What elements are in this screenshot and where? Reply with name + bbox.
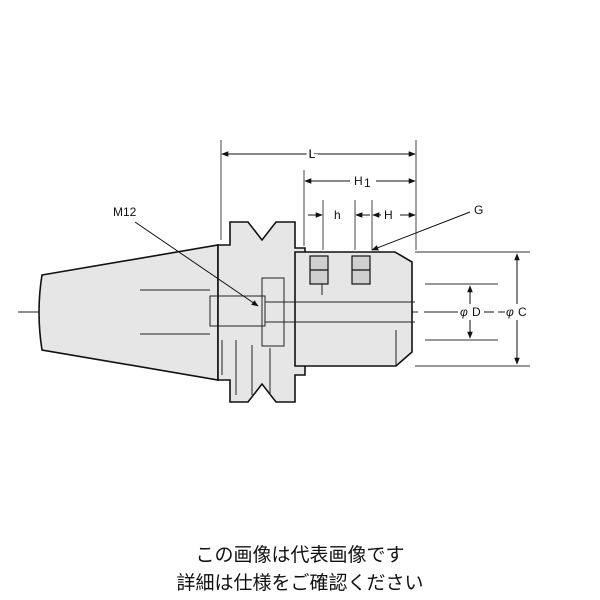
- extension-lines: [220, 140, 530, 367]
- shank-internal-lines: [140, 277, 397, 395]
- dim-C-label: C: [518, 305, 527, 319]
- dim-h-label: h: [334, 208, 341, 222]
- dim-D-phi: φ: [460, 305, 468, 319]
- caption-line-2: 詳細は仕様をご確認ください: [176, 572, 424, 594]
- label-G: G: [474, 203, 483, 217]
- label-M12: M12: [113, 205, 137, 219]
- leader-M12: [134, 221, 259, 307]
- dim-H1-subscript: 1: [364, 176, 371, 190]
- tool-holder-drawing: L L H 1 h H G M12 φ D φ C: [18, 140, 530, 403]
- dim-D-label: D: [472, 305, 481, 319]
- taper-shank: [38, 244, 219, 381]
- caption-line-1: この画像は代表画像です: [195, 544, 405, 566]
- set-screw-holes: [309, 255, 371, 285]
- dim-C-phi: φ: [506, 305, 514, 319]
- bore-lines: [300, 301, 415, 323]
- dim-H-label: H: [384, 208, 393, 222]
- dim-H1-label: H: [354, 174, 363, 188]
- dim-L-text: L: [309, 147, 316, 161]
- leader-G: [371, 211, 471, 251]
